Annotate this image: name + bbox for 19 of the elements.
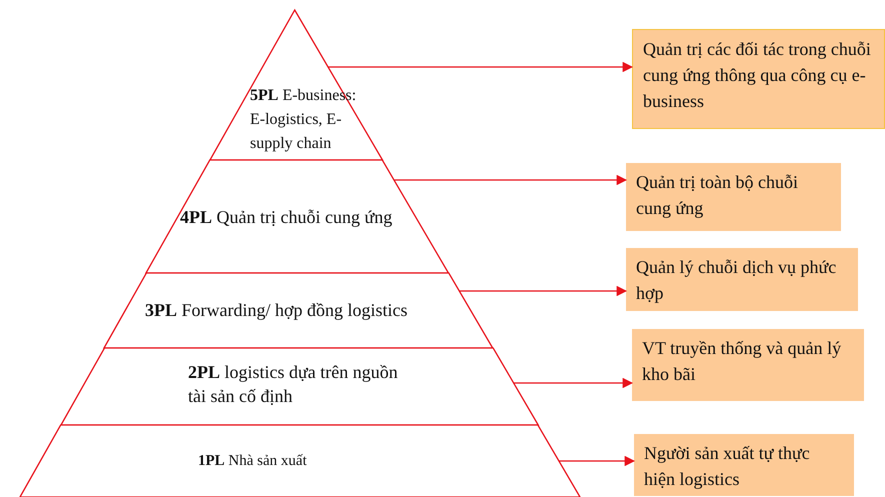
tier-label: 4PL Quản trị chuỗi cung ứng <box>180 206 394 229</box>
tier-label: 2PL logistics dựa trên nguồn tài sản cố định <box>188 361 398 408</box>
tier-label: 3PL Forwarding/ hợp đồng logistics <box>144 299 409 322</box>
arrow <box>394 174 628 186</box>
arrow <box>513 378 634 388</box>
description-box: Quản trị toàn bộ chuỗi cung ứng <box>626 163 841 231</box>
description-box: Quản trị các đối tác trong chuỗi cung ứng thông qua công cụ e-business <box>632 29 885 129</box>
pyramid-tier <box>20 425 580 497</box>
tier-label: 1PL Nhà sản xuất <box>198 452 308 471</box>
pyramid-tier <box>146 160 449 273</box>
description-box: VT truyền thống và quản lý kho bãi <box>632 329 864 401</box>
arrow <box>459 286 628 296</box>
description-box: Quản lý chuỗi dịch vụ phức hợp <box>626 248 858 311</box>
pyramid-tier <box>60 348 538 425</box>
pyramid-tier <box>210 10 383 160</box>
pyramid-tier <box>104 273 493 348</box>
arrow <box>558 456 636 466</box>
arrow <box>328 62 634 72</box>
description-box: Người sản xuất tự thực hiện logistics <box>634 434 854 496</box>
